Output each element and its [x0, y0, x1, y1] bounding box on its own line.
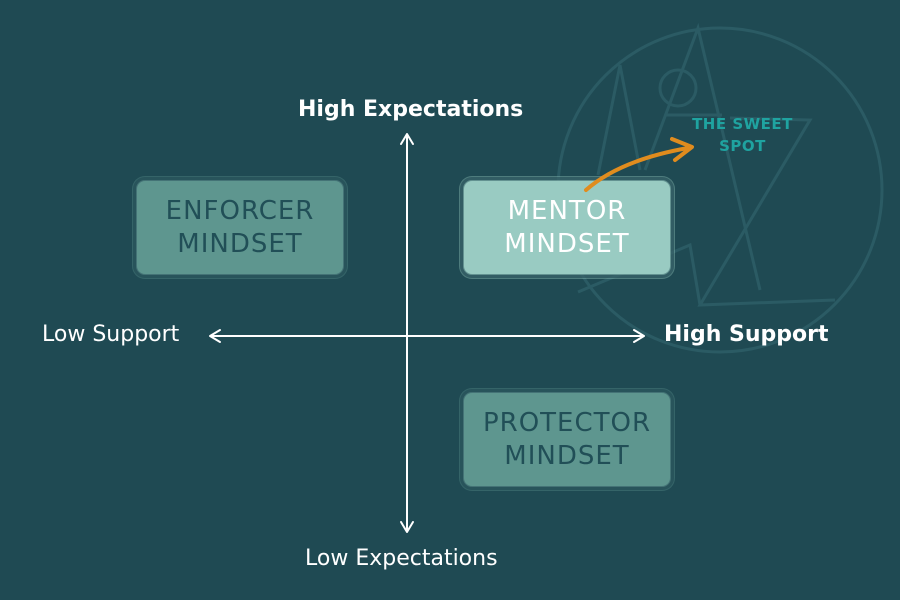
sweet-spot-label: THE SWEET SPOT: [692, 115, 793, 155]
axis-label-low-support: Low Support: [42, 322, 180, 347]
enforcer-line2: MINDSET: [177, 228, 303, 259]
mentor-line2: MINDSET: [504, 228, 630, 259]
protector-line2: MINDSET: [504, 440, 630, 471]
axis-label-high-support: High Support: [664, 322, 829, 347]
mentor-mindset-box: MENTOR MINDSET: [464, 181, 670, 274]
axis-label-low-expectations: Low Expectations: [305, 546, 498, 571]
enforcer-mindset-box: ENFORCER MINDSET: [137, 181, 343, 274]
arrow-left-icon: [209, 329, 221, 343]
arrow-right-icon: [633, 329, 645, 343]
protector-mindset-box: PROTECTOR MINDSET: [464, 393, 670, 486]
axis-label-high-expectations: High Expectations: [298, 97, 524, 122]
protector-line1: PROTECTOR: [482, 407, 652, 438]
enforcer-line1: ENFORCER: [165, 195, 315, 226]
arrow-up-icon: [400, 133, 414, 145]
mentor-line1: MENTOR: [507, 195, 627, 226]
arrow-down-icon: [400, 521, 414, 533]
